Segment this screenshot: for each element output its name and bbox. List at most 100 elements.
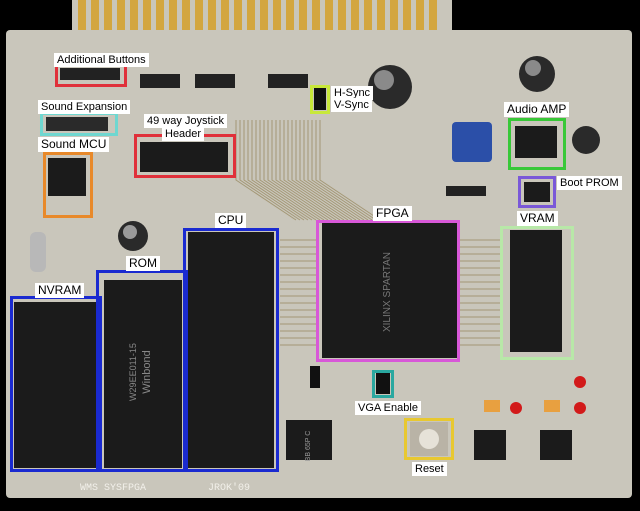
silkscreen-board-name: WMS SYSFPGA — [80, 483, 146, 494]
resistor-pack — [140, 74, 180, 88]
audio-amp-box — [508, 118, 566, 170]
trace — [271, 120, 333, 221]
trace — [239, 120, 301, 221]
connector-finger — [143, 0, 151, 30]
sound-expansion-header — [46, 117, 108, 131]
vga-enable-box — [372, 370, 394, 398]
sync-box — [310, 85, 330, 114]
connector-finger — [429, 0, 437, 30]
edge-connector-fingers — [78, 0, 437, 30]
trace — [291, 120, 353, 221]
connector-finger — [221, 0, 229, 30]
connector-finger — [169, 0, 177, 30]
trace — [279, 120, 341, 221]
nvram-chip — [14, 302, 96, 468]
vram-chip — [510, 230, 562, 352]
cpu-chip — [188, 232, 274, 468]
label-hsync: H-Sync — [331, 86, 374, 100]
label-joystick-line1: 49 way Joystick — [144, 114, 228, 128]
connector-finger — [364, 0, 372, 30]
label-boot-prom: Boot PROM — [557, 176, 622, 190]
trace — [295, 120, 357, 221]
trace — [243, 120, 305, 221]
led — [574, 402, 586, 414]
trace — [255, 120, 317, 221]
fpga-box — [316, 220, 460, 362]
audio-amp-chip — [515, 126, 557, 158]
resistor-pack — [268, 74, 308, 88]
label-vsync: V-Sync — [331, 98, 372, 112]
trace — [259, 120, 321, 221]
connector-finger — [273, 0, 281, 30]
capacitor — [572, 126, 600, 154]
trace — [307, 120, 369, 221]
vga-jumper — [376, 372, 390, 394]
connector-finger — [403, 0, 411, 30]
rom-box — [96, 270, 188, 472]
label-nvram: NVRAM — [35, 283, 85, 298]
rom-part-marking: W29EE011-15 — [128, 343, 138, 401]
label-vram: VRAM — [517, 211, 558, 226]
label-fpga: FPGA — [373, 206, 412, 221]
tantalum-cap — [544, 400, 560, 412]
connector-finger — [416, 0, 424, 30]
sound-mcu-chip — [48, 158, 86, 196]
crystal — [30, 232, 46, 272]
connector-finger — [130, 0, 138, 30]
boot-prom-chip — [524, 182, 550, 202]
pcb-traces — [235, 120, 500, 346]
connector-finger — [260, 0, 268, 30]
tantalum-cap — [484, 400, 500, 412]
trace — [303, 120, 365, 221]
connector-finger — [377, 0, 385, 30]
trace — [283, 120, 345, 221]
trace — [263, 120, 325, 221]
connector-finger — [247, 0, 255, 30]
cpu-box — [183, 228, 279, 472]
connector-finger — [208, 0, 216, 30]
connector-finger — [117, 0, 125, 30]
connector-finger — [91, 0, 99, 30]
trace — [311, 120, 373, 221]
transistor — [540, 430, 572, 460]
label-additional-buttons: Additional Buttons — [54, 53, 149, 67]
connector-finger — [325, 0, 333, 30]
sound-mcu-box — [43, 152, 93, 218]
trace — [287, 120, 349, 221]
sync-jumper — [314, 88, 326, 110]
voltage-regulator — [286, 420, 332, 460]
nvram-box — [10, 296, 102, 472]
connector-finger — [299, 0, 307, 30]
rom-chip — [104, 280, 182, 468]
rom-brand-marking: Winbond — [141, 350, 153, 393]
transistor — [474, 430, 506, 460]
reset-box — [404, 418, 454, 460]
label-reset: Reset — [412, 462, 447, 476]
connector-finger — [286, 0, 294, 30]
resistor-pack — [195, 74, 235, 88]
connector-finger — [104, 0, 112, 30]
connector-finger — [338, 0, 346, 30]
connector-finger — [312, 0, 320, 30]
label-audio-amp: Audio AMP — [504, 102, 570, 117]
trace — [275, 120, 337, 221]
trace — [247, 120, 309, 221]
led — [510, 402, 522, 414]
trace — [251, 120, 313, 221]
label-cpu: CPU — [215, 213, 247, 228]
boot-prom-box — [518, 176, 556, 208]
trace — [315, 120, 377, 221]
label-vga-enable: VGA Enable — [355, 401, 421, 415]
connector-finger — [390, 0, 398, 30]
pin-header — [446, 186, 486, 196]
label-sound-mcu: Sound MCU — [38, 137, 110, 152]
label-rom: ROM — [126, 256, 160, 271]
sound-expansion-box — [40, 112, 118, 136]
additional-buttons-header — [60, 68, 120, 80]
silkscreen-author: JROK'09 — [208, 482, 250, 494]
label-sound-expansion: Sound Expansion — [38, 100, 131, 114]
led — [574, 376, 586, 388]
fpga-chip — [322, 222, 458, 358]
